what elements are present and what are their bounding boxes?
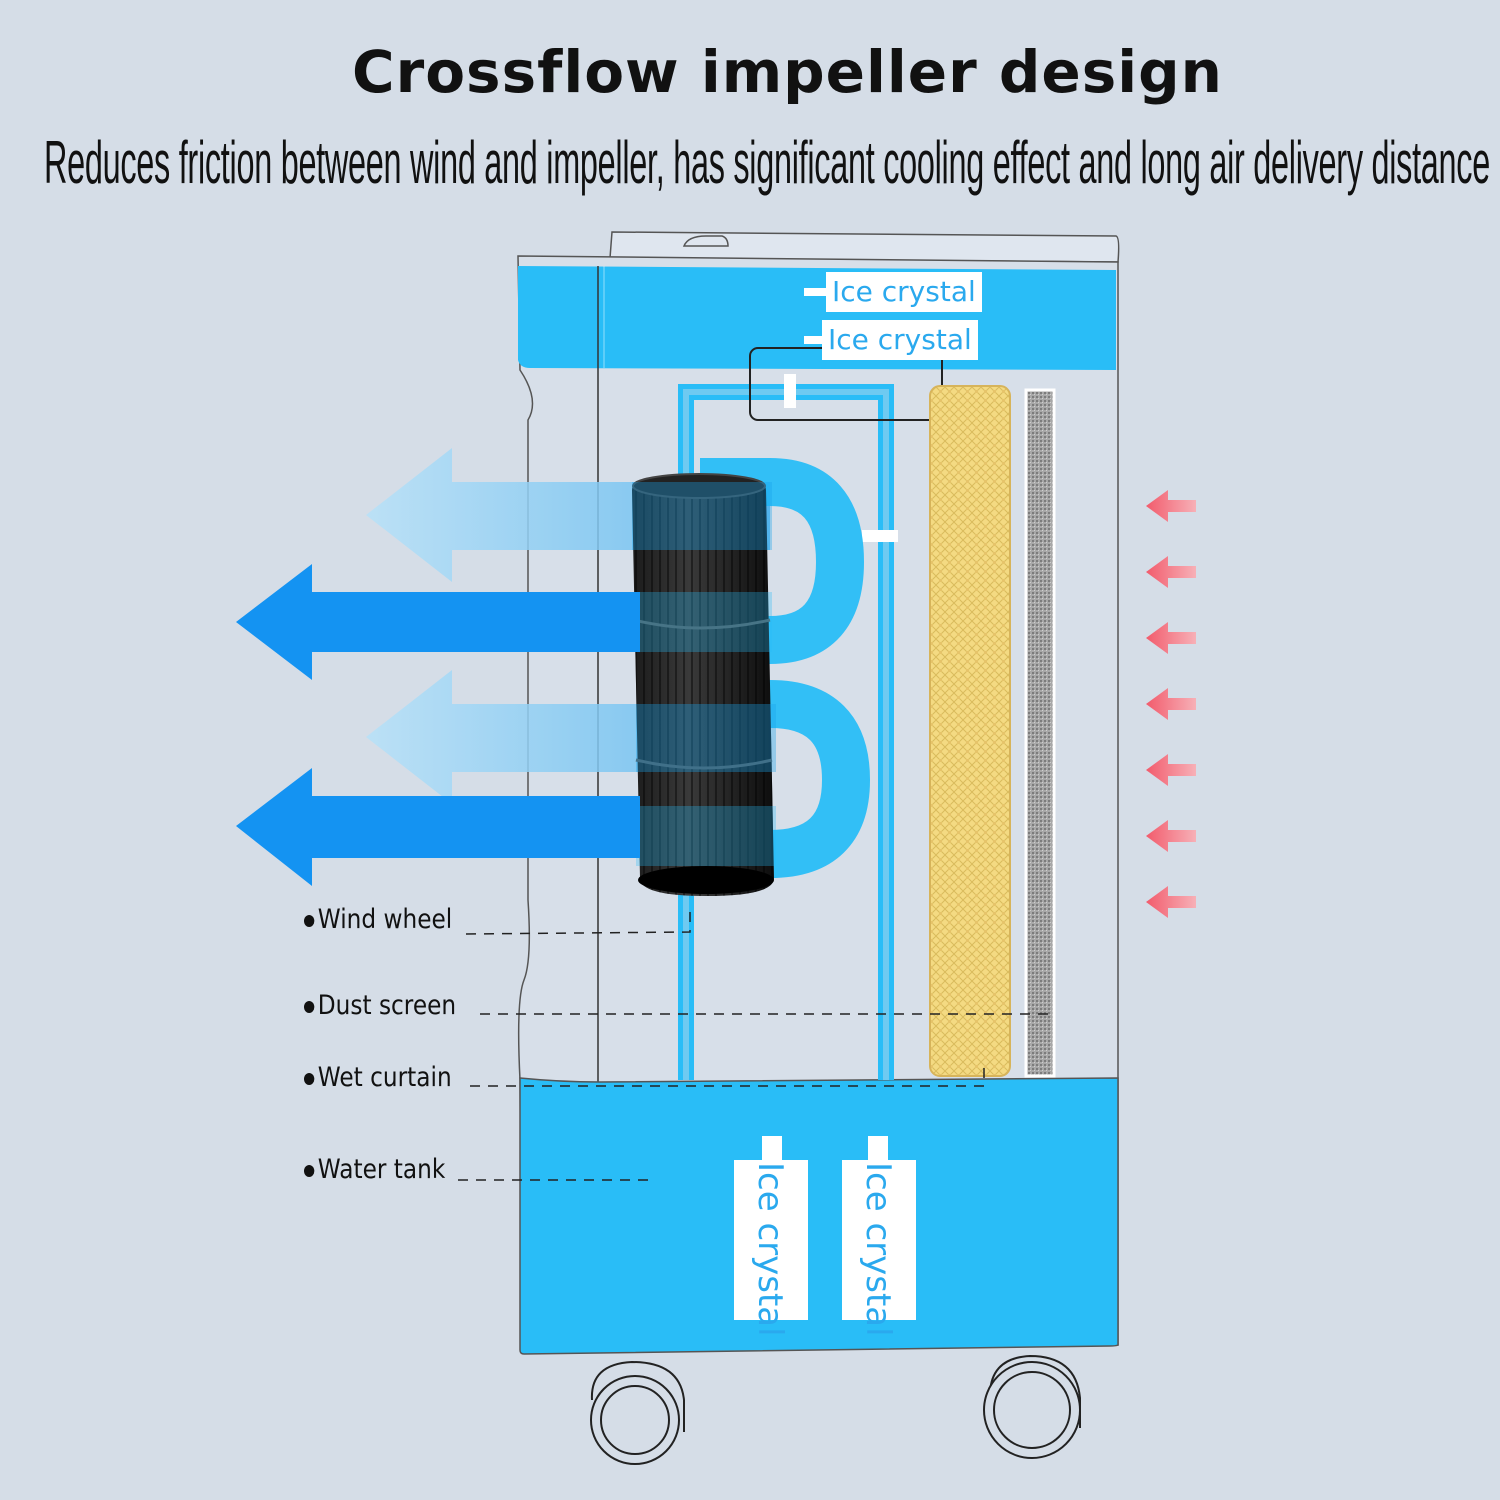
ice-crystal-tag: Ice crystal [822,320,978,360]
intake-arrow [1146,688,1196,720]
ice-crystal-tag: Ice crystal [858,1162,898,1337]
label-dust-screen: Dust screen [304,990,456,1021]
subtitle-container: Reduces friction between wind and impell… [0,0,1500,220]
water-tank [519,1077,1119,1355]
label-water-tank: Water tank [304,1154,446,1185]
lid-knob [682,235,729,247]
pipe-clip-top [784,374,796,408]
intake-arrows [1146,490,1196,918]
ice-crystal-pack-left: Ice crystal [734,1160,808,1337]
airflow-loop-bottom [700,680,871,878]
intake-arrow [1146,820,1196,852]
tag-tab [762,1136,782,1162]
airflow-arrow-out-bottom [236,768,640,886]
airflow-overlay-bottom [636,704,776,772]
intake-arrow [1146,556,1196,588]
leader-wet-curtain [470,1062,985,1087]
intake-arrow [1146,886,1196,918]
airflow-overlay-top [632,482,772,550]
pipe-clip-side [862,530,898,542]
page-title: Crossflow impeller design [352,38,1223,106]
tag-tab [868,1136,888,1162]
leader-wind-wheel [465,908,691,935]
label-wet-curtain: Wet curtain [304,1062,452,1093]
intake-arrow [1146,754,1196,786]
caster-wheel-left [590,1360,685,1465]
airflow-loop-top [700,458,865,664]
airflow-arrow-out-top [236,564,640,680]
dust-screen [1024,388,1056,1078]
intake-arrow [1146,622,1196,654]
wet-curtain [929,385,1011,1077]
ice-crystal-pack-right: Ice crystal [842,1160,916,1337]
wind-wheel-impeller [632,473,774,896]
intake-arrow [1146,490,1196,522]
leader-lines [458,908,1048,1181]
label-wind-wheel: Wind wheel [304,904,452,935]
caster-wheel-right [983,1354,1081,1459]
top-band [518,266,1116,370]
ice-crystal-tag: Ice crystal [750,1162,790,1337]
ice-crystal-tag: Ice crystal [826,272,982,312]
